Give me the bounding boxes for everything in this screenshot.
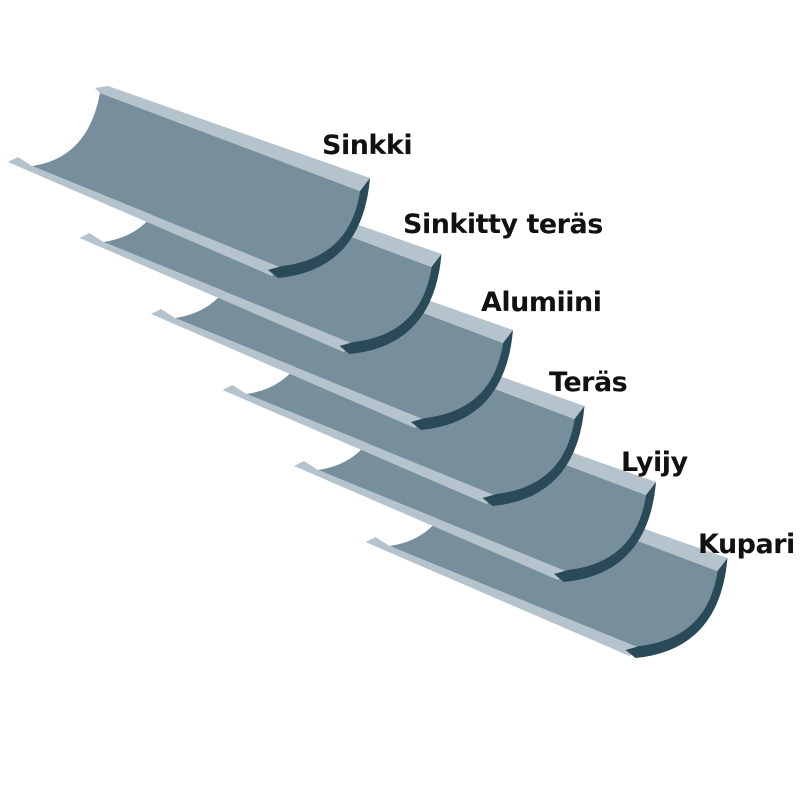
gutter-label-kupari: Kupari (698, 529, 795, 560)
gutter-end-profile (411, 330, 513, 430)
gutter-front-lip (365, 537, 640, 656)
gutter-label-sinkki: Sinkki (322, 130, 413, 161)
gutter-shape (8, 86, 370, 278)
gutter-inner-surface (32, 93, 360, 268)
gutter-label-alumiini: Alumiini (481, 287, 602, 318)
gutter-end-profile (625, 558, 728, 658)
gutter-back-rim (95, 86, 370, 191)
gutter-front-lip (79, 233, 354, 352)
gutter-front-lip (151, 309, 425, 428)
gutter-end-profile (268, 178, 370, 278)
gutter-end-profile (554, 482, 656, 582)
gutter-label-sinkitty-teras: Sinkitty teräs (403, 209, 603, 240)
gutter-label-teras: Teräs (549, 367, 628, 398)
gutter-end-profile (482, 406, 585, 506)
gutter-front-lip (222, 385, 497, 504)
gutter-label-lyijy: Lyijy (621, 447, 688, 478)
gutter-end-profile (339, 254, 442, 354)
gutter-front-lip (294, 461, 568, 580)
gutter-front-lip (8, 157, 282, 276)
